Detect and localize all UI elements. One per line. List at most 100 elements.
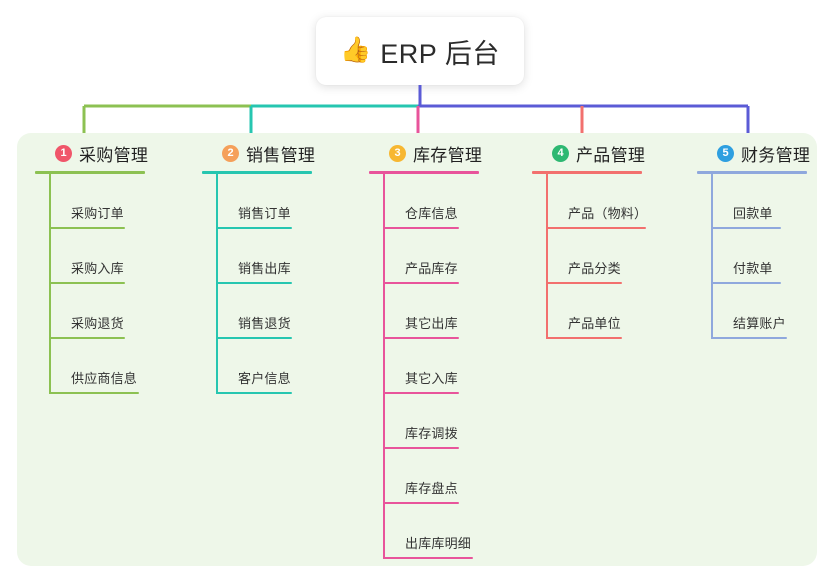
- leaf-rule: [49, 337, 125, 339]
- leaf-item[interactable]: 产品（物料）: [546, 174, 648, 229]
- leaf-label: 其它入库: [405, 371, 458, 386]
- column-title: 销售管理: [246, 145, 316, 165]
- leaf-item[interactable]: 采购入库: [49, 229, 148, 284]
- column-销售管理: 2 销售管理销售订单销售出库销售退货客户信息: [202, 140, 315, 394]
- column-title: 财务管理: [741, 145, 811, 165]
- leaf-item[interactable]: 产品分类: [546, 229, 645, 284]
- leaf-rule: [216, 392, 292, 394]
- column-header-rule: [697, 171, 807, 174]
- column-header-3[interactable]: 3 库存管理: [369, 140, 482, 166]
- leaf-rule: [216, 337, 292, 339]
- leaf-label: 付款单: [733, 261, 773, 276]
- column-spine: [546, 174, 548, 339]
- leaf-rule: [383, 502, 459, 504]
- leaf-label: 采购入库: [71, 261, 124, 276]
- thumbs-up-icon: 👍: [340, 35, 372, 64]
- leaf-rule: [49, 282, 125, 284]
- leaf-rule: [546, 282, 622, 284]
- leaf-rule: [383, 447, 459, 449]
- column-spine: [383, 174, 385, 559]
- leaf-label: 仓库信息: [405, 206, 458, 221]
- column-title: 库存管理: [413, 145, 483, 165]
- column-badge-1: 1: [55, 144, 72, 162]
- leaf-label: 销售订单: [238, 206, 291, 221]
- leaf-item[interactable]: 产品单位: [546, 284, 645, 339]
- leaf-item[interactable]: 销售订单: [216, 174, 315, 229]
- leaf-item[interactable]: 产品库存: [383, 229, 482, 284]
- column-header-4[interactable]: 4 产品管理: [532, 140, 645, 166]
- leaf-item[interactable]: 回款单: [711, 174, 810, 229]
- leaf-label: 客户信息: [238, 371, 291, 386]
- column-badge-2: 2: [222, 144, 239, 162]
- column-items: 采购订单采购入库采购退货供应商信息: [35, 174, 148, 394]
- column-产品管理: 4 产品管理产品（物料） 产品分类产品单位: [532, 140, 648, 339]
- leaf-label: 采购订单: [71, 206, 124, 221]
- leaf-rule: [49, 392, 139, 394]
- column-items: 销售订单销售出库销售退货客户信息: [202, 174, 315, 394]
- leaf-rule: [383, 337, 459, 339]
- leaf-rule: [383, 392, 459, 394]
- column-header-1[interactable]: 1 采购管理: [35, 140, 148, 166]
- leaf-rule: [711, 227, 781, 229]
- column-items: 回款单付款单结算账户: [697, 174, 810, 339]
- column-header-rule: [35, 171, 145, 174]
- leaf-label: 产品库存: [405, 261, 458, 276]
- leaf-rule: [216, 282, 292, 284]
- column-header-rule: [369, 171, 479, 174]
- leaf-rule: [546, 227, 646, 229]
- root-title: ERP 后台: [380, 38, 500, 69]
- leaf-item[interactable]: 结算账户: [711, 284, 810, 339]
- column-采购管理: 1 采购管理采购订单采购入库采购退货供应商信息: [35, 140, 148, 394]
- leaf-item[interactable]: 销售退货: [216, 284, 315, 339]
- column-header-5[interactable]: 5 财务管理: [697, 140, 810, 166]
- leaf-label: 产品单位: [568, 316, 621, 331]
- column-header-rule: [202, 171, 312, 174]
- leaf-item[interactable]: 其它出库: [383, 284, 482, 339]
- leaf-label: 结算账户: [733, 316, 786, 331]
- root-node[interactable]: 👍 ERP 后台: [316, 17, 524, 85]
- leaf-label: 回款单: [733, 206, 773, 221]
- leaf-item[interactable]: 付款单: [711, 229, 810, 284]
- leaf-item[interactable]: 采购订单: [49, 174, 148, 229]
- column-spine: [49, 174, 51, 394]
- leaf-rule: [383, 282, 459, 284]
- column-badge-4: 4: [552, 144, 569, 162]
- leaf-item[interactable]: 仓库信息: [383, 174, 482, 229]
- column-库存管理: 3 库存管理仓库信息产品库存其它出库其它入库库存调拨库存盘点出库库明细: [369, 140, 482, 559]
- column-items: 仓库信息产品库存其它出库其它入库库存调拨库存盘点出库库明细: [369, 174, 482, 559]
- leaf-rule: [546, 337, 622, 339]
- diagram-panel: [17, 133, 817, 566]
- leaf-label: 出库库明细: [405, 536, 472, 551]
- column-badge-3: 3: [389, 144, 406, 162]
- leaf-item[interactable]: 其它入库: [383, 339, 482, 394]
- leaf-item[interactable]: 出库库明细: [383, 504, 482, 559]
- leaf-label: 产品（物料）: [568, 206, 648, 221]
- leaf-item[interactable]: 客户信息: [216, 339, 315, 394]
- leaf-rule: [383, 557, 473, 559]
- leaf-label: 产品分类: [568, 261, 621, 276]
- column-title: 采购管理: [79, 145, 149, 165]
- column-badge-5: 5: [717, 144, 734, 162]
- column-header-2[interactable]: 2 销售管理: [202, 140, 315, 166]
- column-财务管理: 5 财务管理回款单付款单结算账户: [697, 140, 810, 339]
- leaf-item[interactable]: 采购退货: [49, 284, 148, 339]
- column-items: 产品（物料） 产品分类产品单位: [532, 174, 648, 339]
- leaf-item[interactable]: 库存盘点: [383, 449, 482, 504]
- leaf-label: 销售退货: [238, 316, 291, 331]
- column-spine: [711, 174, 713, 339]
- root-node-content: 👍 ERP 后台: [340, 32, 500, 71]
- leaf-label: 供应商信息: [71, 371, 138, 386]
- leaf-item[interactable]: 库存调拨: [383, 394, 482, 449]
- leaf-label: 其它出库: [405, 316, 458, 331]
- leaf-rule: [216, 227, 292, 229]
- leaf-rule: [711, 337, 787, 339]
- leaf-item[interactable]: 销售出库: [216, 229, 315, 284]
- column-spine: [216, 174, 218, 394]
- leaf-rule: [49, 227, 125, 229]
- leaf-label: 采购退货: [71, 316, 124, 331]
- column-header-rule: [532, 171, 642, 174]
- column-title: 产品管理: [576, 145, 646, 165]
- leaf-item[interactable]: 供应商信息: [49, 339, 148, 394]
- leaf-label: 销售出库: [238, 261, 291, 276]
